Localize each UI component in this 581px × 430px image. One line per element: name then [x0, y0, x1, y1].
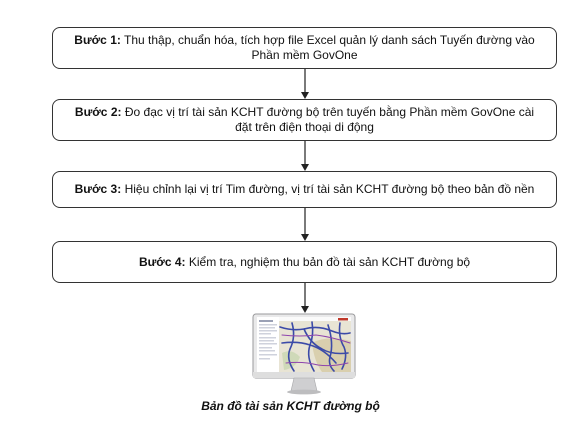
- step-4-text: Bước 4: Kiểm tra, nghiệm thu bản đồ tài …: [139, 255, 470, 270]
- step-1-box: Bước 1: Thu thập, chuẩn hóa, tích hợp fi…: [52, 27, 557, 69]
- step-2-description: Đo đạc vị trí tài sản KCHT đường bộ trên…: [124, 105, 535, 134]
- arrow-1-to-2: [299, 69, 311, 99]
- monitor-icon: [252, 313, 356, 400]
- step-2-label: Bước 2:: [74, 105, 122, 119]
- step-2-text: Bước 2: Đo đạc vị trí tài sản KCHT đường…: [67, 105, 542, 135]
- step-1-text: Bước 1: Thu thập, chuẩn hóa, tích hợp fi…: [67, 33, 542, 63]
- step-3-text: Bước 3: Hiệu chỉnh lại vị trí Tim đường,…: [75, 182, 535, 197]
- step-4-description: Kiểm tra, nghiệm thu bản đồ tài sản KCHT…: [188, 254, 471, 269]
- step-3-label: Bước 3:: [74, 182, 122, 196]
- step-1-label: Bước 1:: [74, 33, 121, 47]
- step-4-label: Bước 4:: [138, 254, 186, 269]
- step-1-description: Thu thập, chuẩn hóa, tích hợp file Excel…: [124, 33, 535, 62]
- arrow-4-to-map: [299, 283, 311, 313]
- step-2-box: Bước 2: Đo đạc vị trí tài sản KCHT đường…: [52, 99, 557, 141]
- step-3-box: Bước 3: Hiệu chỉnh lại vị trí Tim đường,…: [52, 171, 557, 208]
- step-4-box: Bước 4: Kiểm tra, nghiệm thu bản đồ tài …: [52, 241, 557, 283]
- step-3-description: Hiệu chỉnh lại vị trí Tim đường, vị trí …: [124, 182, 535, 196]
- arrow-3-to-4: [299, 208, 311, 241]
- map-caption: Bản đồ tài sản KCHT đường bộ: [201, 399, 380, 413]
- arrow-2-to-3: [299, 141, 311, 171]
